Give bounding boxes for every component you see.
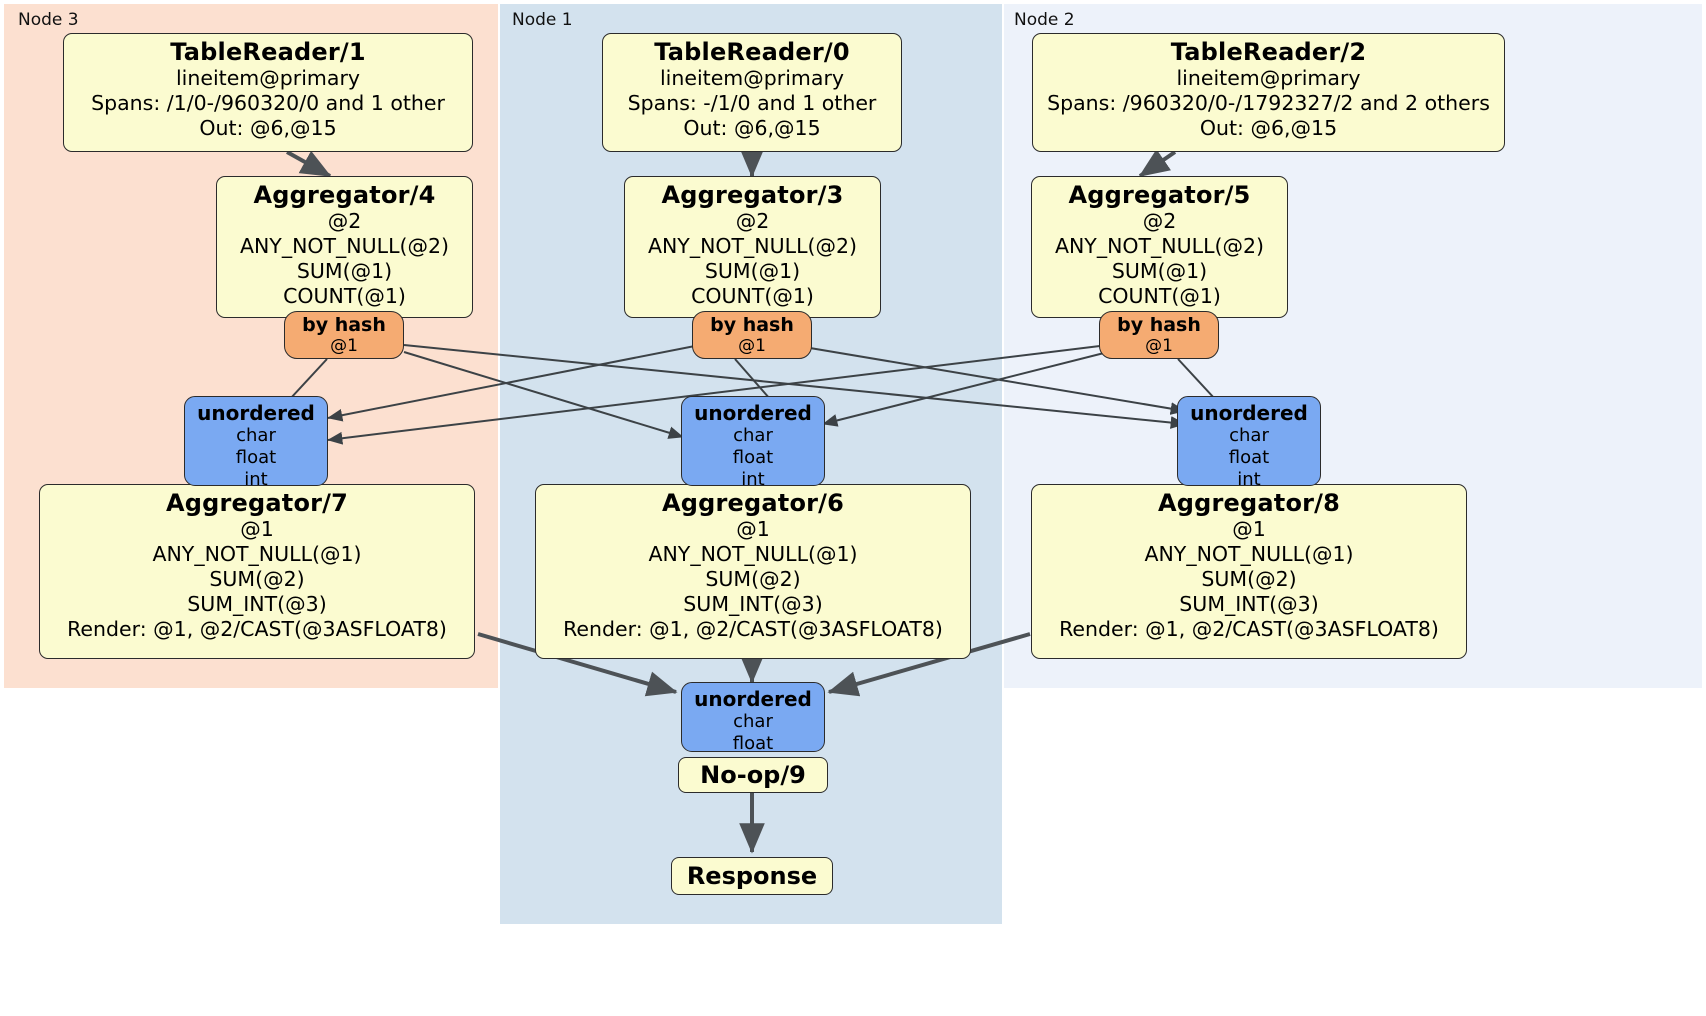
synchronizer-type-line: float bbox=[732, 732, 774, 754]
synchronizer-type-line: int bbox=[244, 468, 268, 490]
synchronizer-unordered-final[interactable]: unordered char float bbox=[681, 682, 825, 754]
processor-title: TableReader/2 bbox=[1170, 38, 1367, 66]
router-detail-line: @1 bbox=[1145, 336, 1173, 357]
processor-detail-line: SUM(@1) bbox=[704, 258, 801, 283]
processor-title: Response bbox=[686, 862, 818, 890]
cluster-label-node-1: Node 1 bbox=[512, 10, 573, 30]
processor-aggregator-4[interactable]: Aggregator/4 @2 ANY_NOT_NULL(@2) SUM(@1)… bbox=[216, 176, 473, 318]
synchronizer-unordered-left[interactable]: unordered char float int bbox=[184, 396, 328, 490]
processor-detail-line: Render: @1, @2/CAST(@3ASFLOAT8) bbox=[563, 616, 943, 641]
synchronizer-type-line: float bbox=[732, 446, 774, 468]
processor-detail-line: SUM_INT(@3) bbox=[187, 591, 327, 616]
router-title: by hash bbox=[302, 314, 386, 337]
processor-detail-line: Out: @6,@15 bbox=[199, 115, 337, 140]
processor-title: TableReader/1 bbox=[170, 38, 366, 66]
router-title: by hash bbox=[1117, 314, 1201, 337]
processor-detail-line: @1 bbox=[736, 516, 770, 541]
processor-detail-line: ANY_NOT_NULL(@1) bbox=[152, 541, 362, 566]
synchronizer-type-line: char bbox=[733, 425, 773, 446]
router-by-hash-center[interactable]: by hash @1 bbox=[692, 311, 812, 359]
synchronizer-type-line: char bbox=[236, 425, 276, 446]
processor-title: Aggregator/6 bbox=[661, 489, 845, 517]
processor-table-reader-0[interactable]: TableReader/0 lineitem@primary Spans: -/… bbox=[602, 33, 902, 152]
processor-detail-line: ANY_NOT_NULL(@2) bbox=[239, 233, 450, 258]
processor-detail-line: Spans: -/1/0 and 1 other bbox=[627, 90, 877, 115]
processor-detail-line: SUM(@2) bbox=[705, 566, 801, 591]
processor-detail-line: ANY_NOT_NULL(@1) bbox=[648, 541, 858, 566]
synchronizer-type-line: float bbox=[1228, 446, 1270, 468]
processor-no-op-9[interactable]: No-op/9 bbox=[678, 757, 828, 793]
synchronizer-unordered-center[interactable]: unordered char float int bbox=[681, 396, 825, 490]
processor-aggregator-5[interactable]: Aggregator/5 @2 ANY_NOT_NULL(@2) SUM(@1)… bbox=[1031, 176, 1288, 318]
processor-detail-line: Out: @6,@15 bbox=[1199, 115, 1338, 140]
synchronizer-unordered-right[interactable]: unordered char float int bbox=[1177, 396, 1321, 490]
processor-table-reader-1[interactable]: TableReader/1 lineitem@primary Spans: /1… bbox=[63, 33, 473, 152]
processor-aggregator-8[interactable]: Aggregator/8 @1 ANY_NOT_NULL(@1) SUM(@2)… bbox=[1031, 484, 1467, 659]
synchronizer-type-line: float bbox=[235, 446, 277, 468]
processor-detail-line: Render: @1, @2/CAST(@3ASFLOAT8) bbox=[1059, 616, 1439, 641]
processor-detail-line: lineitem@primary bbox=[1176, 65, 1361, 90]
processor-title: Aggregator/7 bbox=[165, 489, 349, 517]
processor-title: Aggregator/8 bbox=[1157, 489, 1341, 517]
processor-detail-line: @2 bbox=[327, 208, 362, 233]
processor-detail-line: @2 bbox=[735, 208, 770, 233]
processor-aggregator-3[interactable]: Aggregator/3 @2 ANY_NOT_NULL(@2) SUM(@1)… bbox=[624, 176, 881, 318]
processor-detail-line: ANY_NOT_NULL(@1) bbox=[1144, 541, 1354, 566]
processor-detail-line: SUM(@1) bbox=[1111, 258, 1208, 283]
synchronizer-type-line: char bbox=[1229, 425, 1269, 446]
processor-aggregator-6[interactable]: Aggregator/6 @1 ANY_NOT_NULL(@1) SUM(@2)… bbox=[535, 484, 971, 659]
synchronizer-title: unordered bbox=[197, 401, 315, 425]
processor-title: Aggregator/5 bbox=[1068, 181, 1251, 209]
cluster-label-node-3: Node 3 bbox=[18, 10, 79, 30]
synchronizer-type-line: int bbox=[741, 468, 765, 490]
processor-title: TableReader/0 bbox=[654, 38, 850, 66]
processor-detail-line: lineitem@primary bbox=[175, 65, 361, 90]
processor-detail-line: @1 bbox=[240, 516, 274, 541]
processor-table-reader-2[interactable]: TableReader/2 lineitem@primary Spans: /9… bbox=[1032, 33, 1505, 152]
processor-detail-line: ANY_NOT_NULL(@2) bbox=[1054, 233, 1265, 258]
processor-detail-line: SUM_INT(@3) bbox=[1179, 591, 1319, 616]
processor-detail-line: COUNT(@1) bbox=[691, 283, 814, 308]
processor-detail-line: lineitem@primary bbox=[659, 65, 845, 90]
processor-detail-line: ANY_NOT_NULL(@2) bbox=[647, 233, 858, 258]
cluster-label-node-2: Node 2 bbox=[1014, 10, 1075, 30]
processor-detail-line: SUM(@1) bbox=[296, 258, 393, 283]
processor-response[interactable]: Response bbox=[671, 857, 833, 895]
processor-detail-line: @2 bbox=[1142, 208, 1177, 233]
processor-detail-line: Spans: /1/0-/960320/0 and 1 other bbox=[91, 90, 445, 115]
processor-detail-line: COUNT(@1) bbox=[283, 283, 406, 308]
processor-aggregator-7[interactable]: Aggregator/7 @1 ANY_NOT_NULL(@1) SUM(@2)… bbox=[39, 484, 475, 659]
processor-detail-line: @1 bbox=[1232, 516, 1266, 541]
processor-title: Aggregator/3 bbox=[661, 181, 844, 209]
processor-detail-line: Out: @6,@15 bbox=[683, 115, 821, 140]
processor-title: Aggregator/4 bbox=[253, 181, 436, 209]
processor-title: No-op/9 bbox=[700, 761, 806, 789]
processor-detail-line: SUM(@2) bbox=[209, 566, 305, 591]
processor-detail-line: SUM(@2) bbox=[1201, 566, 1297, 591]
synchronizer-title: unordered bbox=[1190, 401, 1308, 425]
router-title: by hash bbox=[710, 314, 794, 337]
synchronizer-type-line: char bbox=[733, 711, 773, 732]
router-by-hash-right[interactable]: by hash @1 bbox=[1099, 311, 1219, 359]
processor-detail-line: SUM_INT(@3) bbox=[683, 591, 823, 616]
processor-detail-line: COUNT(@1) bbox=[1098, 283, 1221, 308]
synchronizer-type-line: int bbox=[1237, 468, 1261, 490]
processor-detail-line: Render: @1, @2/CAST(@3ASFLOAT8) bbox=[67, 616, 447, 641]
router-detail-line: @1 bbox=[330, 336, 358, 357]
router-detail-line: @1 bbox=[738, 336, 766, 357]
processor-detail-line: Spans: /960320/0-/1792327/2 and 2 others bbox=[1047, 90, 1490, 115]
synchronizer-title: unordered bbox=[694, 687, 812, 711]
router-by-hash-left[interactable]: by hash @1 bbox=[284, 311, 404, 359]
synchronizer-title: unordered bbox=[694, 401, 812, 425]
